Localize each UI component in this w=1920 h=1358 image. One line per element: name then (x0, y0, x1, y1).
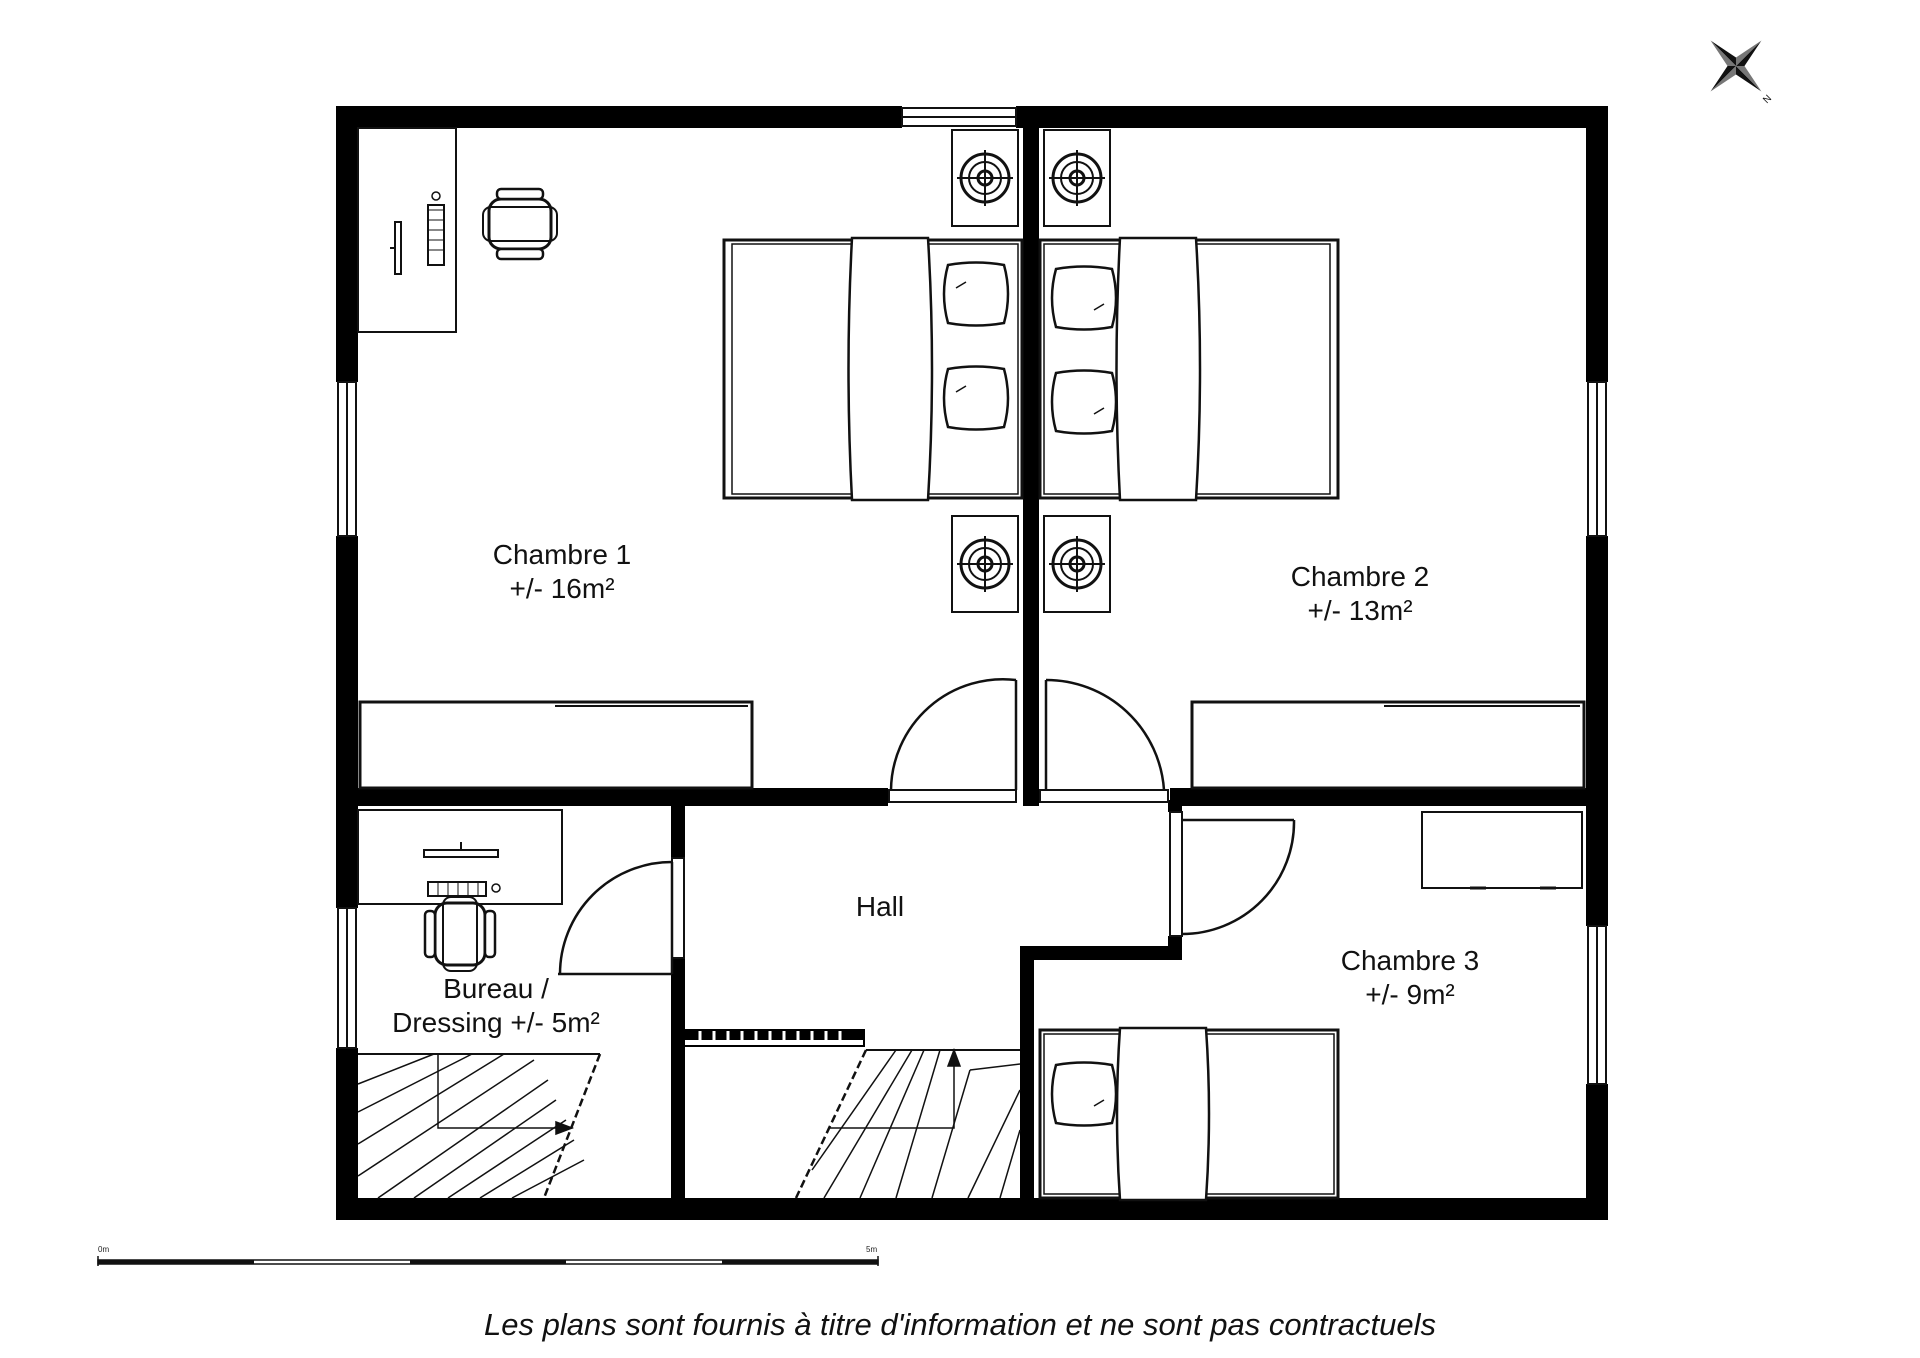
staircase-hall (794, 1047, 1021, 1199)
office-chair-icon (423, 895, 497, 973)
keyboard-icon (427, 204, 445, 266)
desk-bureau (357, 809, 563, 973)
mouse-icon (431, 191, 441, 201)
wardrobe-chambre-1 (358, 700, 754, 790)
room-label-chambre-1: Chambre 1 +/- 16m² (462, 538, 662, 606)
room-name: Chambre 2 (1290, 561, 1430, 592)
doors (558, 678, 1296, 976)
room-name: Bureau / (443, 973, 549, 1004)
desk-chambre-1 (357, 127, 559, 333)
nightstand-chambre-1-top (950, 128, 1020, 228)
office-chair-icon (481, 187, 559, 261)
room-name: Chambre 3 (1340, 945, 1480, 976)
room-area: +/- 16m² (509, 573, 615, 604)
compass-rose-icon (1710, 40, 1762, 92)
room-area: +/- 9m² (1365, 979, 1455, 1010)
desk-chambre-3 (1421, 811, 1583, 890)
nightstand-chambre-2-top (1042, 128, 1112, 228)
windows (337, 107, 1607, 1085)
monitor-icon (423, 849, 499, 858)
staircase-bureau (357, 1053, 602, 1199)
disclaimer-note: Les plans sont fournis à titre d'informa… (484, 1307, 1436, 1342)
room-label-chambre-3: Chambre 3 +/- 9m² (1310, 944, 1510, 1012)
hall-stair-railing (698, 1031, 842, 1046)
monitor-icon (394, 221, 402, 275)
wardrobe-chambre-2 (1190, 700, 1586, 790)
nightstand-chambre-1-bottom (950, 514, 1020, 614)
room-name: Hall (855, 891, 905, 922)
room-area: +/- 13m² (1307, 595, 1413, 626)
bed-chambre-3 (1038, 1026, 1340, 1202)
room-label-hall: Hall (820, 890, 940, 924)
room-area: Dressing +/- 5m² (392, 1007, 600, 1038)
keyboard-icon (427, 881, 487, 897)
scale-bar (97, 1256, 879, 1266)
room-name: Chambre 1 (492, 539, 632, 570)
room-label-bureau: Bureau / Dressing +/- 5m² (366, 972, 626, 1040)
bed-chambre-1 (722, 236, 1024, 502)
bed-chambre-2 (1038, 236, 1340, 502)
walls (336, 106, 1608, 1220)
nightstand-chambre-2-bottom (1042, 514, 1112, 614)
room-label-chambre-2: Chambre 2 +/- 13m² (1260, 560, 1460, 628)
scale-start-label: 0m (98, 1245, 110, 1254)
scale-end-label: 5m (866, 1245, 878, 1254)
mouse-icon (491, 883, 501, 893)
